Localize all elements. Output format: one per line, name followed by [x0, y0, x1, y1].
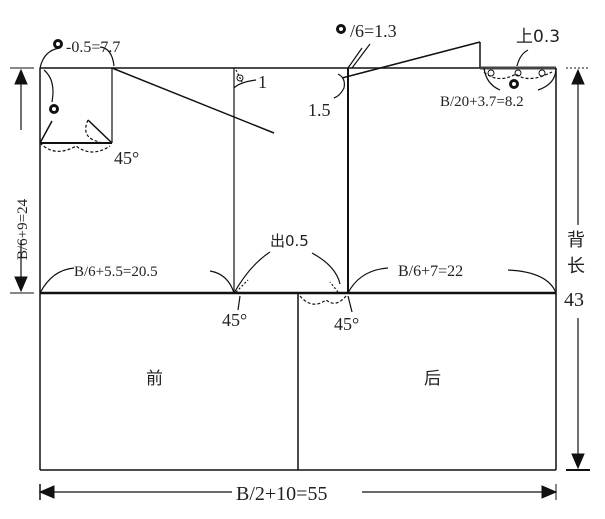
- back-length-label-2: 长: [567, 256, 585, 277]
- back-panel-label: 后: [424, 369, 441, 389]
- front-neck-width-label: -0.5=7.7: [66, 39, 120, 56]
- front-chest-width-label: B/6+5.5=20.5: [74, 264, 158, 280]
- back-neck-rise-label: 上0.3: [516, 27, 560, 47]
- back-length-value: 43: [564, 289, 584, 311]
- back-shoulder-drop-label: 1.5: [308, 100, 331, 120]
- front-armhole-angle-label: 45°: [222, 310, 247, 330]
- front-neck-angle-label: 45°: [114, 148, 139, 168]
- back-neck-ref-label: /6=1.3: [350, 21, 397, 41]
- back-neck-width-label: B/20+3.7=8.2: [440, 94, 524, 110]
- armhole-depth-label: B/6+9=24: [15, 198, 31, 260]
- back-length-label-1: 背: [567, 230, 585, 251]
- back-chest-width-label: B/6+7=22: [398, 263, 463, 280]
- front-shoulder-drop-label: 1: [258, 72, 267, 92]
- dimension-arrows: [10, 67, 590, 500]
- side-seam-extension-label: 出0.5: [270, 232, 309, 250]
- annotation-leaders: [39, 43, 557, 313]
- pattern-outline: [39, 41, 557, 471]
- front-panel-label: 前: [146, 369, 163, 389]
- dot-markers: [49, 24, 546, 114]
- back-armhole-angle-label: 45°: [334, 314, 359, 334]
- total-width-label: B/2+10=55: [236, 483, 327, 505]
